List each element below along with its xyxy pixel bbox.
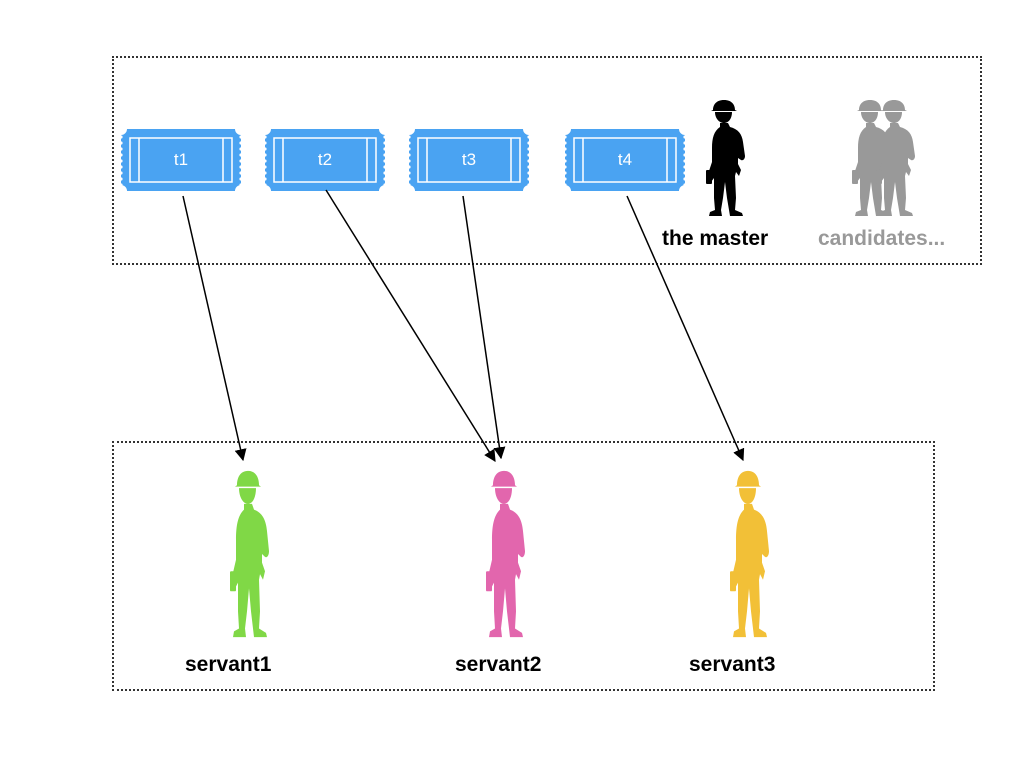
worker-silhouette-icon: [706, 100, 745, 216]
worker-silhouette-icon: [730, 470, 769, 638]
arrow-t1-servant1: [182, 195, 247, 462]
ticket-t1: t1: [121, 129, 241, 191]
servant1-figure: [218, 468, 278, 640]
master-figure: [694, 98, 754, 218]
worker-silhouette-icon: [876, 100, 915, 216]
arrow-t4-servant3: [626, 195, 745, 462]
master-label: the master: [662, 227, 769, 250]
arrow-t2-servant2: [325, 189, 496, 463]
servant2-figure: [474, 468, 534, 640]
candidates-label: candidates...: [818, 227, 946, 250]
servant3-label: servant3: [689, 653, 776, 676]
ticket-label: t3: [461, 150, 477, 169]
candidate-figure-1: [840, 98, 900, 218]
ticket-icon: [409, 129, 529, 191]
master-group-box: [112, 56, 982, 265]
ticket-icon: [265, 129, 385, 191]
arrow-t3-servant2: [462, 195, 506, 460]
servant3-figure: [718, 468, 778, 640]
ticket-label: t1: [173, 150, 189, 169]
servant1-label: servant1: [185, 653, 272, 676]
ticket-label: t4: [617, 150, 633, 169]
worker-silhouette-icon: [486, 470, 525, 638]
ticket-icon: [121, 129, 241, 191]
servant-group-box: [112, 441, 935, 691]
ticket-icon: [565, 129, 685, 191]
ticket-label: t2: [317, 150, 333, 169]
ticket-t3: t3: [409, 129, 529, 191]
ticket-t2: t2: [265, 129, 385, 191]
worker-silhouette-icon: [852, 100, 891, 216]
worker-silhouette-icon: [230, 470, 269, 638]
servant2-label: servant2: [455, 653, 542, 676]
ticket-t4: t4: [565, 129, 685, 191]
candidate-figure-2: [864, 98, 924, 218]
